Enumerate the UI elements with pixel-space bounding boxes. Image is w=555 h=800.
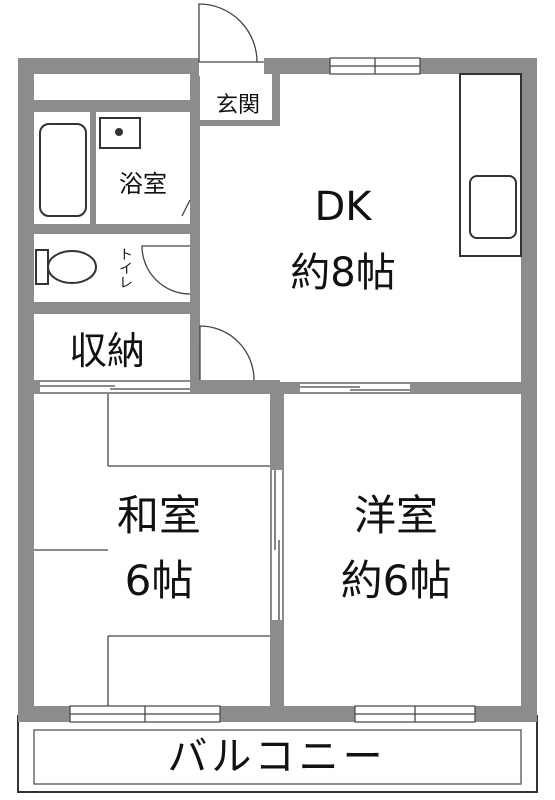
- sliding-door-youshitsu: [300, 384, 410, 392]
- wall-closet-bottom: [34, 100, 190, 112]
- outer-wall-top-left: [18, 58, 199, 74]
- window-bottom-washitsu: [69, 705, 221, 723]
- washitsu-name: 和室: [117, 491, 201, 540]
- storage-door-swing: [199, 325, 255, 381]
- sliding-door-washitsu: [40, 382, 190, 392]
- wall-bath-split: [90, 112, 96, 224]
- balcony-outline: [17, 715, 538, 793]
- washitsu-size: 6帖: [125, 556, 194, 605]
- entrance-opening: [199, 56, 264, 76]
- bath-sink-drain: [115, 128, 123, 136]
- toilet-label: トイレ: [117, 247, 133, 289]
- toilet-tank: [35, 249, 49, 285]
- bath-door: [181, 199, 191, 217]
- wall-toilet-bottom: [34, 302, 190, 314]
- window-bottom-youshitsu: [354, 705, 476, 723]
- balcony-inner-outline: [33, 729, 522, 785]
- entrance-label: 玄関: [216, 93, 260, 118]
- bathtub: [39, 123, 87, 217]
- tatami-lines: [34, 394, 270, 706]
- youshitsu-size: 約6帖: [341, 556, 452, 605]
- sliding-door-partition: [272, 470, 282, 620]
- bath-label: 浴室: [119, 170, 167, 198]
- balcony-label: バルコニー: [167, 734, 386, 780]
- dk-size: 約8帖: [290, 250, 395, 296]
- storage-label: 収納: [69, 329, 145, 373]
- wall-upper-left-vertical: [190, 74, 200, 390]
- window-top-dk: [329, 57, 421, 75]
- bath-sink: [99, 117, 141, 149]
- dk-name: DK: [314, 184, 373, 230]
- wall-genkan-right: [272, 74, 280, 126]
- wall-genkan-bottom: [200, 120, 280, 126]
- wall-bath-bottom: [34, 224, 190, 234]
- kitchen-counter: [459, 73, 522, 257]
- outer-wall-left: [18, 58, 34, 722]
- entrance-door-swing: [198, 3, 258, 63]
- youshitsu-name: 洋室: [354, 491, 438, 540]
- kitchen-sink: [469, 175, 517, 239]
- toilet-bowl: [47, 250, 97, 284]
- outer-wall-right: [521, 58, 537, 722]
- toilet-door-swing: [141, 245, 191, 295]
